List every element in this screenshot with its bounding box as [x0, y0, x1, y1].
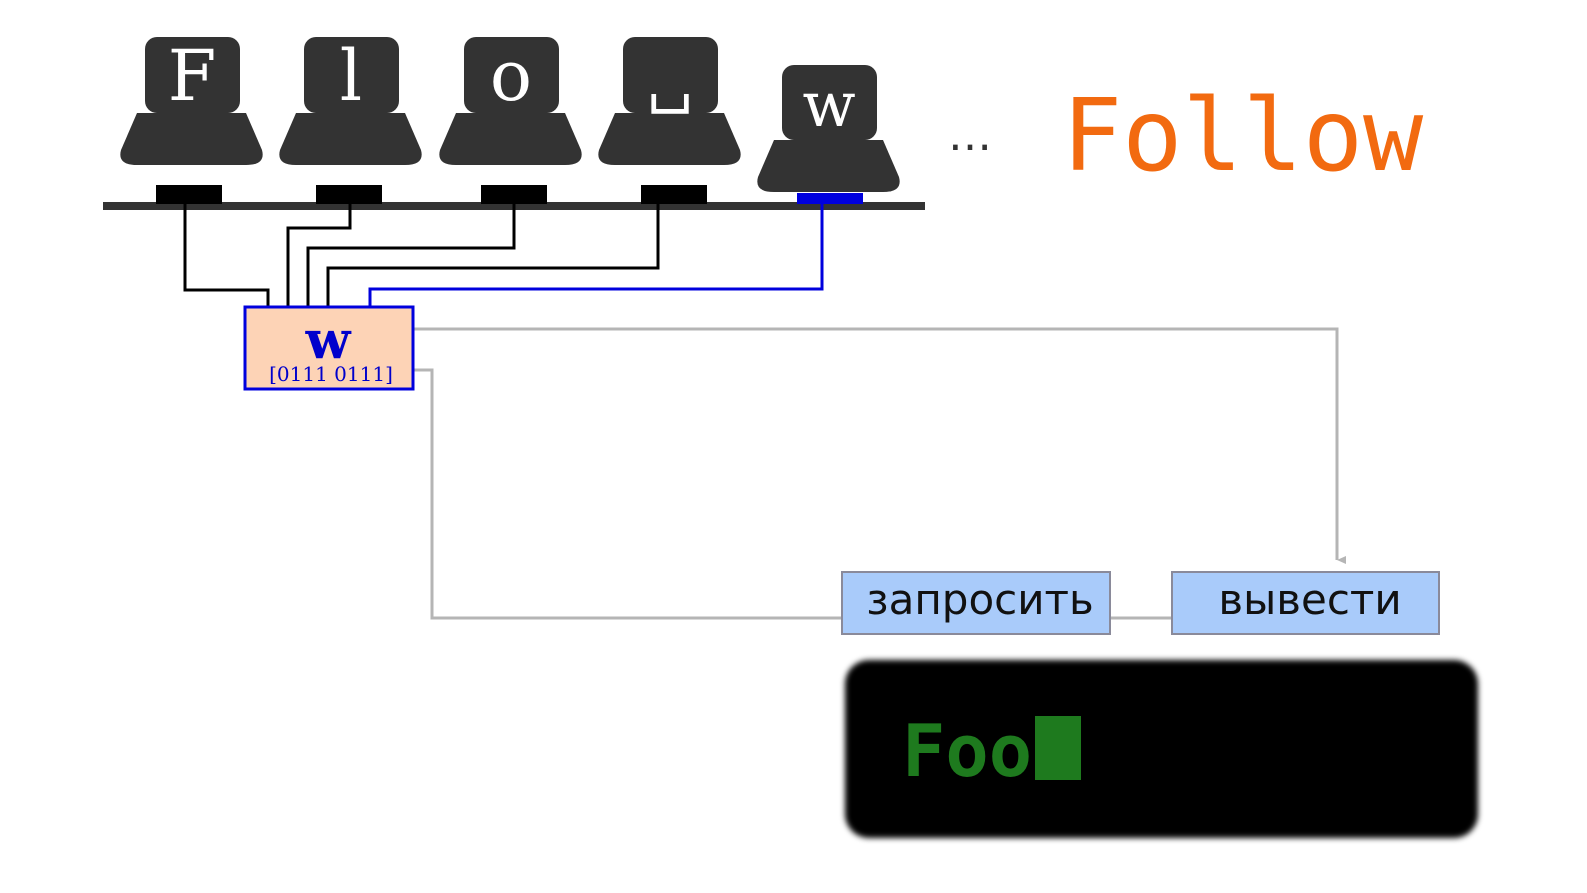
- key-f: F: [120, 35, 263, 165]
- key-label: l: [340, 35, 362, 117]
- wire-key-4: [326, 204, 660, 307]
- key-connector-2: [316, 185, 382, 204]
- key-label: ␣: [647, 45, 693, 115]
- output-button[interactable]: вывести: [1171, 571, 1440, 635]
- output-button-label: вывести: [1218, 575, 1401, 624]
- terminal-output: Foo: [845, 660, 1478, 838]
- key-label: F: [168, 35, 217, 117]
- key-label: o: [490, 35, 532, 117]
- wire-key-5-active: [368, 204, 824, 307]
- key-w-active: w: [757, 65, 900, 192]
- key-connector-4: [641, 185, 707, 204]
- char-code-letter: w: [305, 310, 352, 371]
- key-space: ␣: [598, 37, 741, 165]
- key-connector-3: [481, 185, 547, 204]
- wire-key-1: [183, 204, 270, 307]
- key-label: w: [802, 68, 855, 141]
- wire-key-3: [306, 204, 516, 307]
- terminal-cursor: [1035, 716, 1081, 780]
- terminal-text: Foo: [902, 709, 1032, 793]
- key-connector-5-active: [797, 193, 863, 204]
- ellipsis-text: …: [948, 110, 992, 161]
- wire-key-2: [286, 204, 352, 307]
- request-button-label: запросить: [866, 575, 1094, 624]
- flow-line-to-output: [390, 327, 1346, 564]
- key-o: o: [439, 35, 582, 165]
- key-connector-1: [156, 185, 222, 204]
- typed-word: Follow: [1062, 77, 1424, 194]
- char-code-bits: [0111 0111]: [269, 362, 393, 386]
- key-l: l: [279, 35, 422, 165]
- flow-line-to-request: [392, 368, 842, 620]
- char-code-box: w [0111 0111]: [243, 305, 415, 391]
- request-button[interactable]: запросить: [841, 571, 1111, 635]
